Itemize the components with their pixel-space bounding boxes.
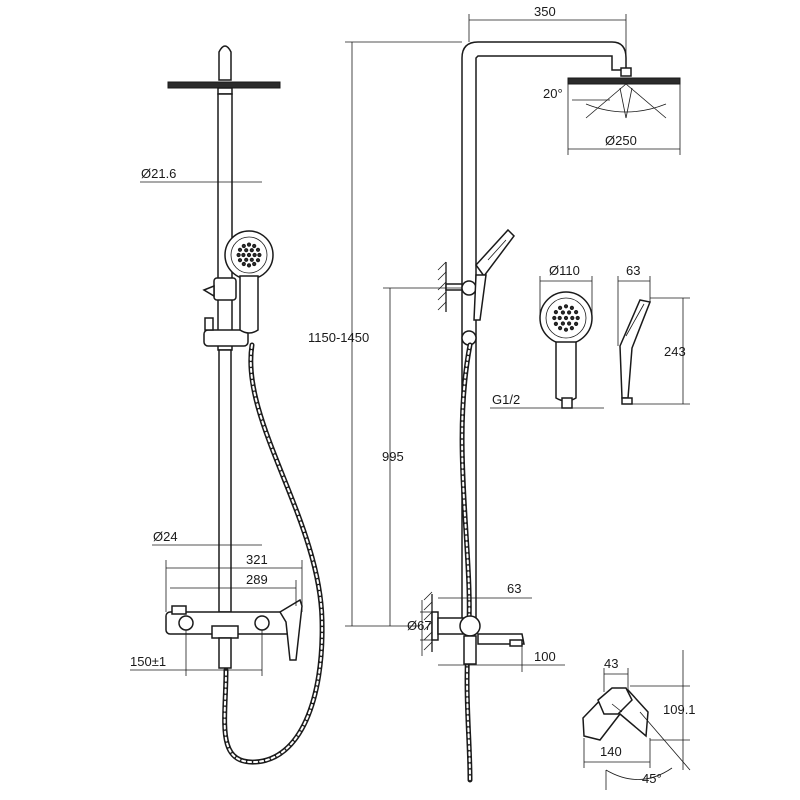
nozzle-dot <box>554 311 557 314</box>
nozzle-dot <box>559 327 562 330</box>
mixer-outlet <box>219 638 231 668</box>
handle-detail: 43 109.1 140 45° <box>583 650 696 790</box>
nozzle-dot <box>568 322 571 325</box>
dim-handle-depth: 140 <box>600 744 622 759</box>
front-view: Ø21.6 Ø24 321 289 150±1 <box>130 46 322 762</box>
nozzle-dot <box>247 253 250 256</box>
hand-shower-handle-side <box>474 275 486 320</box>
dim-handshower-length: 243 <box>664 344 686 359</box>
dim-total-height: 1150-1450 <box>308 330 369 345</box>
nozzle-dot <box>561 311 564 314</box>
dim-pipe-diameter: Ø21.6 <box>141 166 176 181</box>
nozzle-dot <box>256 248 259 251</box>
dim-handshower-depth: 63 <box>626 263 640 278</box>
rain-head-connector <box>218 88 232 94</box>
lower-riser-pipe <box>219 350 231 612</box>
dim-thread: G1/2 <box>492 392 520 407</box>
rain-head-front <box>168 82 280 88</box>
nozzle-dot <box>564 316 567 319</box>
nozzle-dot <box>253 244 256 247</box>
slider-holder <box>214 278 236 300</box>
nozzle-dot <box>253 253 256 256</box>
nozzle-dot <box>247 264 250 267</box>
wall-flange-side <box>432 612 438 640</box>
hose-outlet-side <box>464 636 476 664</box>
nozzle-dot <box>238 259 241 262</box>
dim-mixer-width-inner: 289 <box>246 572 268 587</box>
nozzle-dot <box>575 322 578 325</box>
upper-riser-pipe <box>218 94 232 350</box>
dim-spout-length: 100 <box>534 649 556 664</box>
dim-holder-height: 995 <box>382 449 404 464</box>
nozzle-dot <box>247 243 250 246</box>
dim-mixer-width-outer: 321 <box>246 552 268 567</box>
dim-arm-length: 350 <box>534 4 556 19</box>
diverter-collar <box>204 330 248 346</box>
nozzle-dot <box>245 258 248 261</box>
nozzle-dot <box>568 311 571 314</box>
hand-shower-detail: Ø110 G1/2 63 243 <box>490 263 690 408</box>
nozzle-dot <box>553 316 556 319</box>
hand-shower-head-side <box>476 230 514 276</box>
nozzle-dot <box>250 258 253 261</box>
nozzle-dot <box>250 249 253 252</box>
riser-top-cap <box>219 46 231 80</box>
dim-handshower-diameter: Ø110 <box>549 263 580 278</box>
nozzle-dot <box>258 253 261 256</box>
nozzle-dot <box>576 316 579 319</box>
dim-wall-offset: 150±1 <box>130 654 166 669</box>
nozzle-dot <box>242 262 245 265</box>
dim-head-angle: 20° <box>543 86 563 101</box>
dim-handle-width: 43 <box>604 656 618 671</box>
nozzle-dot <box>558 316 561 319</box>
nozzle-dot <box>570 306 573 309</box>
dim-mixer-pipe-diameter: Ø24 <box>153 529 178 544</box>
hand-shower-profile <box>620 300 650 398</box>
dim-handle-height: 109.1 <box>663 702 696 717</box>
diverter-pin <box>205 318 213 330</box>
hand-shower-handle <box>556 342 576 401</box>
dim-handle-angle: 45° <box>642 771 662 786</box>
nozzle-dot <box>564 328 567 331</box>
nozzle-dot <box>559 306 562 309</box>
dim-flange-diameter: Ø67 <box>407 618 432 633</box>
nozzle-dot <box>571 316 574 319</box>
nozzle-dot <box>242 244 245 247</box>
nozzle-dot <box>238 248 241 251</box>
dim-head-diameter: Ø250 <box>605 133 637 148</box>
nozzle-dot <box>242 253 245 256</box>
slider-knob <box>204 286 214 296</box>
nozzle-dot <box>256 259 259 262</box>
nozzle-dot <box>561 322 564 325</box>
dim-mixer-depth: 63 <box>507 581 521 596</box>
nozzle-dot <box>570 327 573 330</box>
nozzle-dot <box>575 311 578 314</box>
nozzle-dot <box>237 253 240 256</box>
mixer-body-side <box>460 616 480 636</box>
nozzle-dot <box>253 262 256 265</box>
nozzle-dot <box>554 322 557 325</box>
rain-head-side <box>568 78 680 84</box>
nozzle-dot <box>245 249 248 252</box>
nozzle-dot <box>564 305 567 308</box>
shower-hose <box>225 345 323 762</box>
wall-bracket-side <box>462 281 476 295</box>
